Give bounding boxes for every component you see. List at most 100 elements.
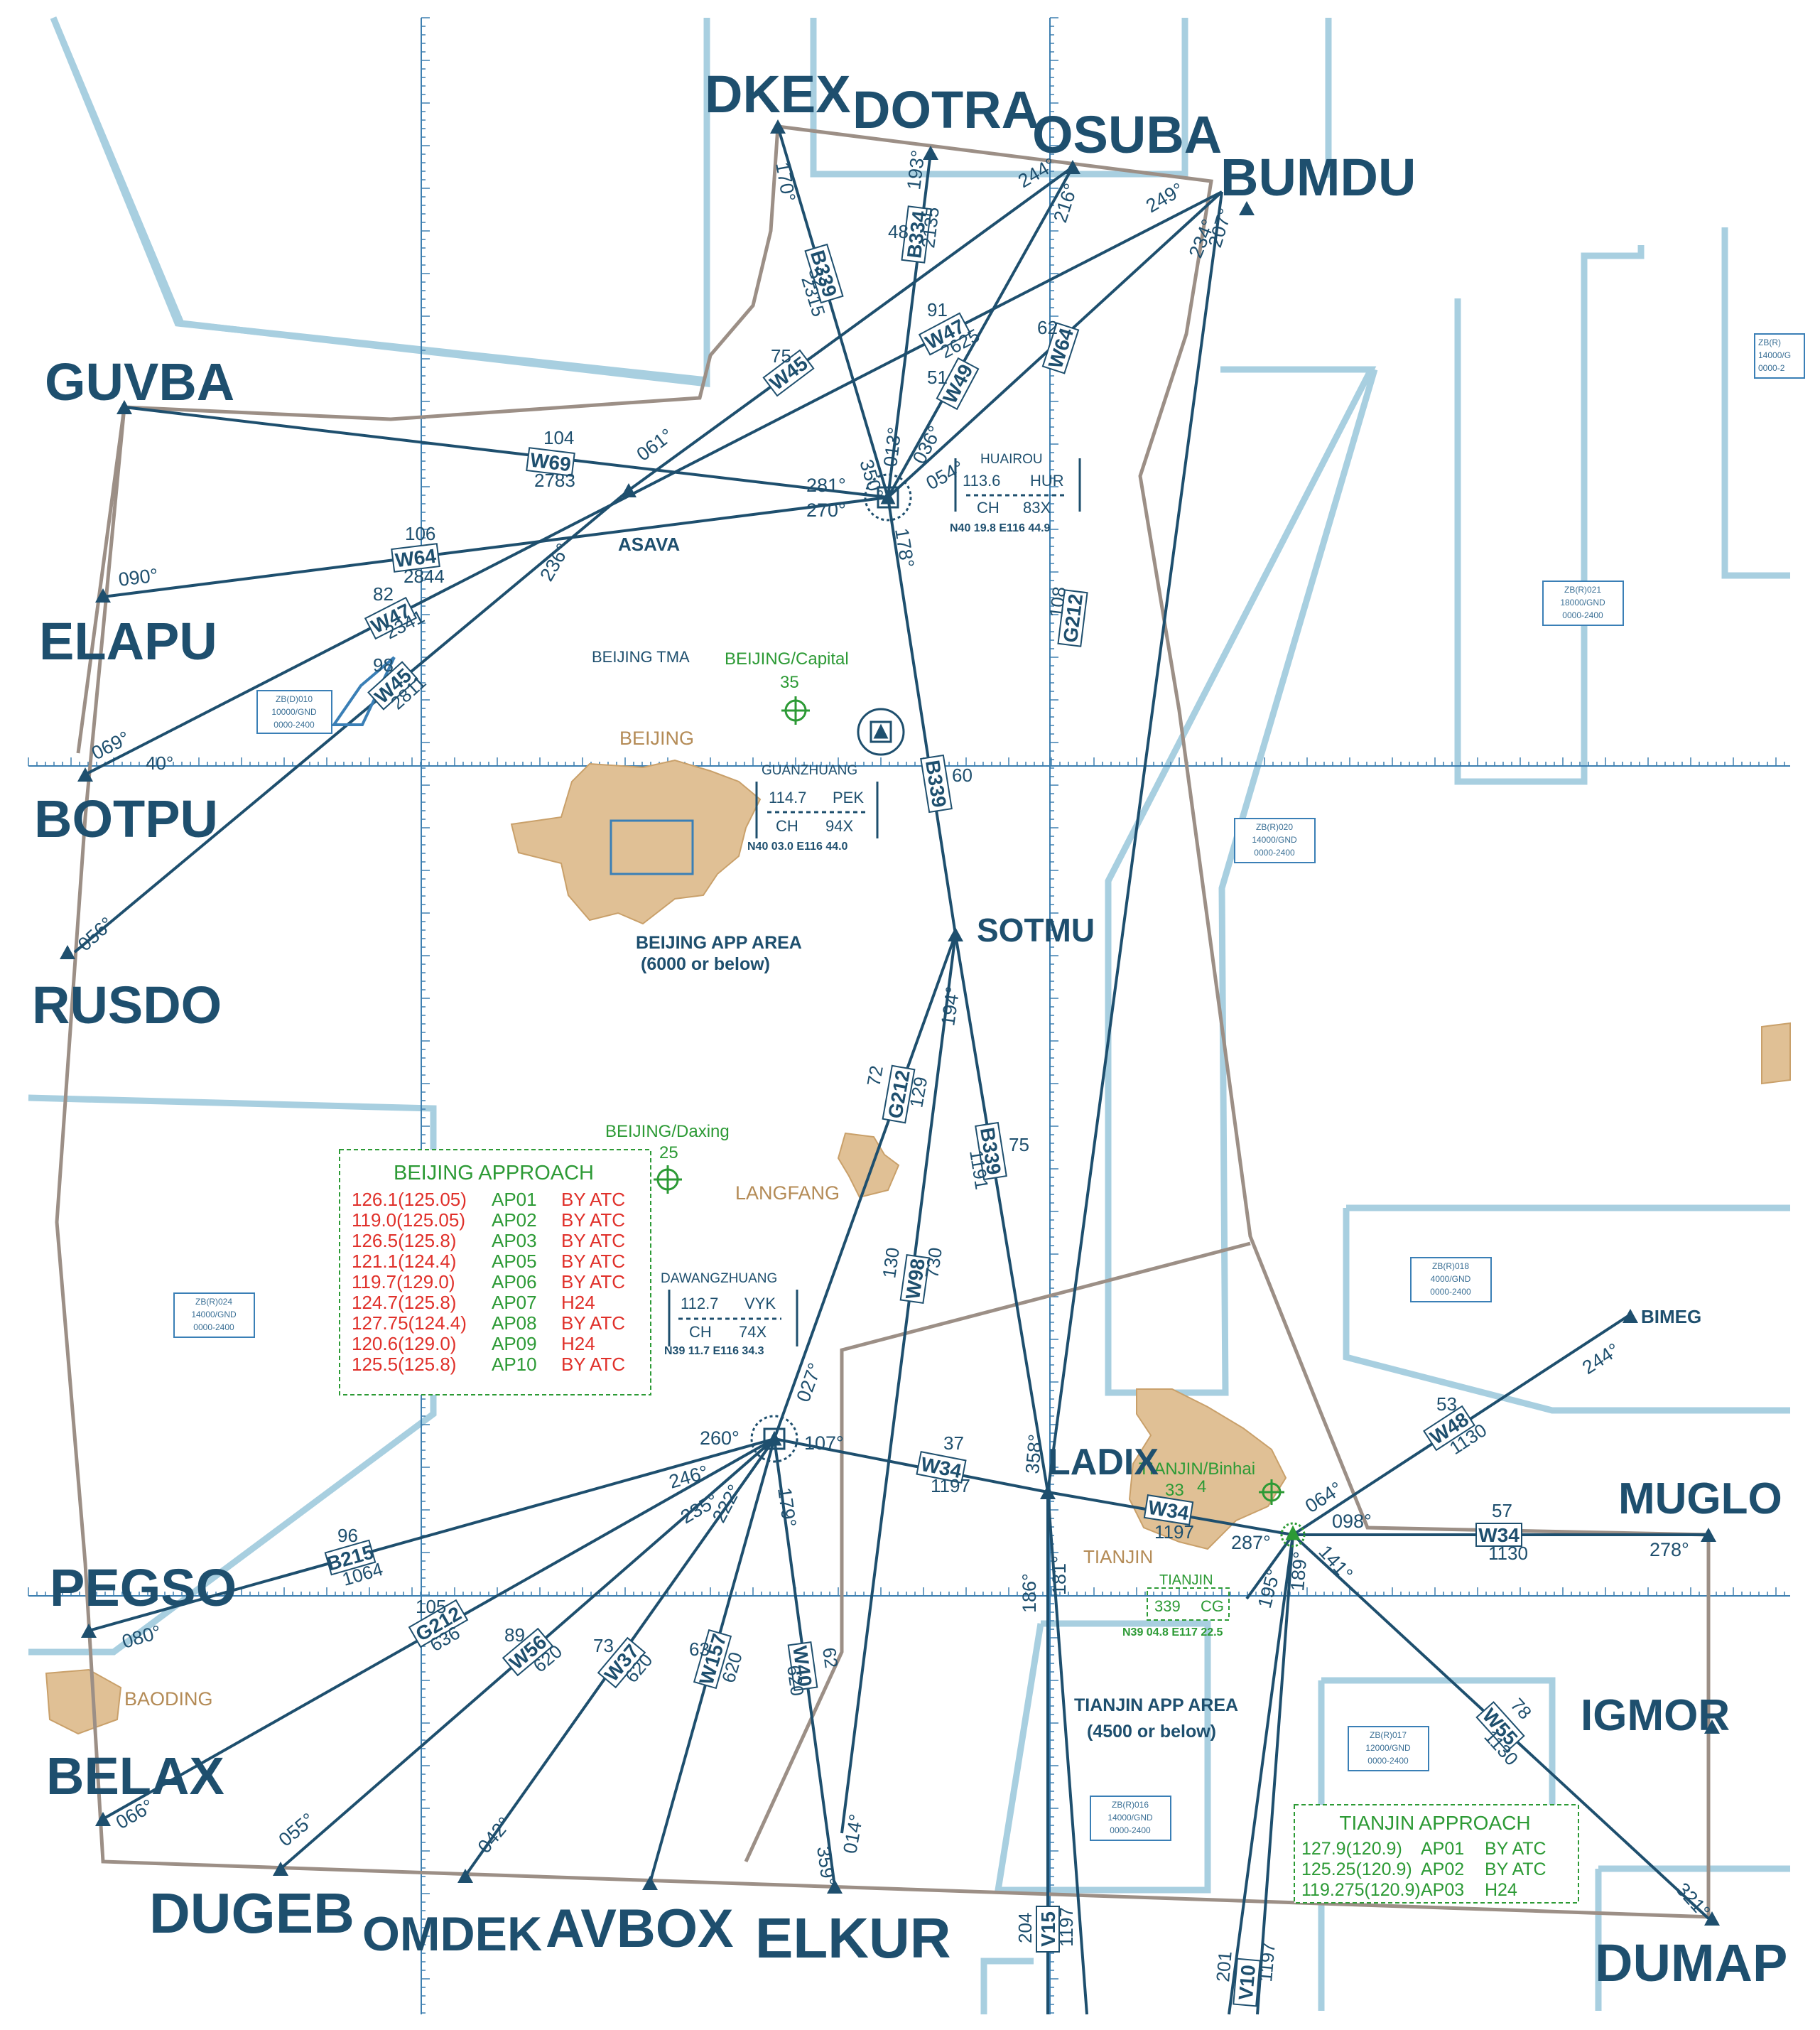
svg-text:104: 104 xyxy=(543,427,574,448)
wp-label-elkur: ELKUR xyxy=(755,1906,951,1970)
approach-note: BY ATC xyxy=(561,1354,625,1375)
tianjin-app-area-label: TIANJIN APP AREA xyxy=(1074,1695,1238,1715)
approach-note: BY ATC xyxy=(561,1189,625,1210)
wp-marker-omdek xyxy=(457,1869,473,1883)
wp-label-bumdu: BUMDU xyxy=(1220,148,1416,207)
svg-text:60: 60 xyxy=(952,765,973,786)
wp-marker-asava xyxy=(621,483,637,497)
svg-text:027°: 027° xyxy=(792,1360,825,1405)
svg-text:181°: 181° xyxy=(1049,1555,1070,1595)
wp-marker-dotra xyxy=(923,146,938,160)
wp-label-botpu: BOTPU xyxy=(34,789,218,848)
svg-text:14000/G: 14000/G xyxy=(1758,350,1791,360)
wp-marker-igmor xyxy=(1704,1719,1720,1734)
navaid-info-huairou: HUAIROU 113.6 HUR CH 83X N40 19.8 E116 4… xyxy=(950,452,1081,534)
wp-label-rusdo: RUSDO xyxy=(32,976,222,1035)
svg-text:358°: 358° xyxy=(1022,1433,1046,1474)
wp-marker-ladix xyxy=(1040,1485,1056,1499)
svg-text:1197: 1197 xyxy=(1056,1907,1077,1947)
svg-text:036°: 036° xyxy=(909,422,946,467)
tianjin-app-area-limit: (4500 or below) xyxy=(1087,1722,1216,1742)
svg-text:89: 89 xyxy=(504,1624,525,1646)
svg-text:83X: 83X xyxy=(1023,499,1051,517)
svg-text:CH: CH xyxy=(689,1323,712,1341)
wp-marker-sotmu xyxy=(948,927,963,941)
wp-label-dotra: DOTRA xyxy=(852,80,1039,139)
svg-text:10000/GND: 10000/GND xyxy=(271,707,317,717)
svg-text:090°: 090° xyxy=(117,564,159,590)
svg-text:63: 63 xyxy=(689,1638,710,1660)
svg-text:VYK: VYK xyxy=(744,1295,776,1312)
approach-freq: 126.1(125.05) xyxy=(352,1189,467,1210)
approach-ap: AP06 xyxy=(492,1271,537,1292)
svg-text:0000-2400: 0000-2400 xyxy=(273,720,315,730)
svg-text:PEK: PEK xyxy=(833,789,864,806)
beijing-city-label: BEIJING xyxy=(619,728,694,749)
svg-text:BEIJING APPROACH: BEIJING APPROACH xyxy=(394,1162,594,1184)
approach-freq: 124.7(125.8) xyxy=(352,1292,456,1313)
wp-marker-bimeg xyxy=(1623,1309,1638,1323)
waypoint-labels: DKEX DOTRA OSUBA BUMDU GUVBA ELAPU BOTPU… xyxy=(32,65,1787,1992)
langfang-label: LANGFANG xyxy=(735,1182,840,1204)
svg-text:ZB(R)016: ZB(R)016 xyxy=(1112,1800,1149,1810)
approach-freq: 127.9(120.9) xyxy=(1301,1839,1402,1859)
svg-text:194°: 194° xyxy=(937,985,963,1027)
approach-note: BY ATC xyxy=(1485,1859,1547,1879)
beijing-capital-airport-symbol xyxy=(781,696,810,725)
langfang-city-area xyxy=(837,1132,900,1199)
svg-text:TIANJIN APPROACH: TIANJIN APPROACH xyxy=(1339,1812,1530,1834)
latitude-40-label: 40° xyxy=(146,752,173,774)
svg-text:73: 73 xyxy=(593,1635,614,1656)
wp-label-sotmu: SOTMU xyxy=(977,912,1095,949)
svg-text:106: 106 xyxy=(405,523,435,544)
approach-ap: AP08 xyxy=(492,1312,537,1334)
svg-text:1197: 1197 xyxy=(1154,1521,1194,1543)
svg-text:48: 48 xyxy=(888,221,909,242)
approach-ap: AP03 xyxy=(492,1230,537,1251)
svg-text:37: 37 xyxy=(943,1432,964,1454)
wp-marker-rusdo xyxy=(60,945,75,959)
wp-label-bimeg: BIMEG xyxy=(1641,1306,1701,1327)
svg-text:14000/GND: 14000/GND xyxy=(191,1310,237,1319)
svg-text:12000/GND: 12000/GND xyxy=(1365,1743,1411,1753)
wp-marker-guvba xyxy=(117,400,132,414)
approach-note: BY ATC xyxy=(1485,1839,1547,1859)
svg-text:112.7: 112.7 xyxy=(681,1295,718,1312)
svg-text:62: 62 xyxy=(1037,317,1058,338)
svg-text:195°: 195° xyxy=(1254,1567,1284,1611)
svg-text:GUANZHUANG: GUANZHUANG xyxy=(762,763,857,778)
navaid-info-guanzhuang: GUANZHUANG 114.7 PEK CH 94X N40 03.0 E11… xyxy=(747,763,879,853)
route-v15: V15 xyxy=(1037,1911,1059,1947)
svg-text:ZB(R)018: ZB(R)018 xyxy=(1432,1261,1469,1271)
city-areas xyxy=(45,759,1791,1735)
approach-ap: AP09 xyxy=(492,1333,537,1354)
tianjin-binhai-airport-symbol xyxy=(1259,1479,1284,1505)
svg-text:91: 91 xyxy=(927,299,948,320)
svg-text:1197: 1197 xyxy=(1255,1941,1279,1982)
svg-text:260°: 260° xyxy=(700,1427,740,1449)
svg-text:207°: 207° xyxy=(1204,206,1236,250)
svg-text:N40 19.8 E116 44.9: N40 19.8 E116 44.9 xyxy=(950,522,1051,534)
svg-text:ZB(R): ZB(R) xyxy=(1758,338,1781,347)
wp-label-asava: ASAVA xyxy=(618,534,680,555)
svg-text:105: 105 xyxy=(416,1596,446,1617)
wp-label-dumap: DUMAP xyxy=(1595,1933,1787,1992)
svg-text:620: 620 xyxy=(783,1664,808,1697)
approach-note: H24 xyxy=(561,1333,595,1354)
wp-marker-osuba xyxy=(1065,160,1080,174)
wp-marker-dkex xyxy=(770,119,786,134)
wp-marker-bumdu xyxy=(1239,201,1255,215)
svg-text:2135: 2135 xyxy=(917,206,943,249)
svg-text:75: 75 xyxy=(771,345,791,367)
wp-marker-dumap xyxy=(1704,1911,1720,1926)
wp-marker-avbox xyxy=(642,1876,658,1890)
svg-text:14000/GND: 14000/GND xyxy=(1107,1813,1153,1823)
wp-marker-pegso xyxy=(81,1624,97,1638)
svg-text:51: 51 xyxy=(927,367,948,388)
svg-text:0000-2: 0000-2 xyxy=(1758,363,1785,373)
svg-text:ZB(R)020: ZB(R)020 xyxy=(1256,822,1293,832)
navaid-symbols xyxy=(331,473,1306,1548)
beijing-capital-label: BEIJING/Capital xyxy=(725,649,849,669)
